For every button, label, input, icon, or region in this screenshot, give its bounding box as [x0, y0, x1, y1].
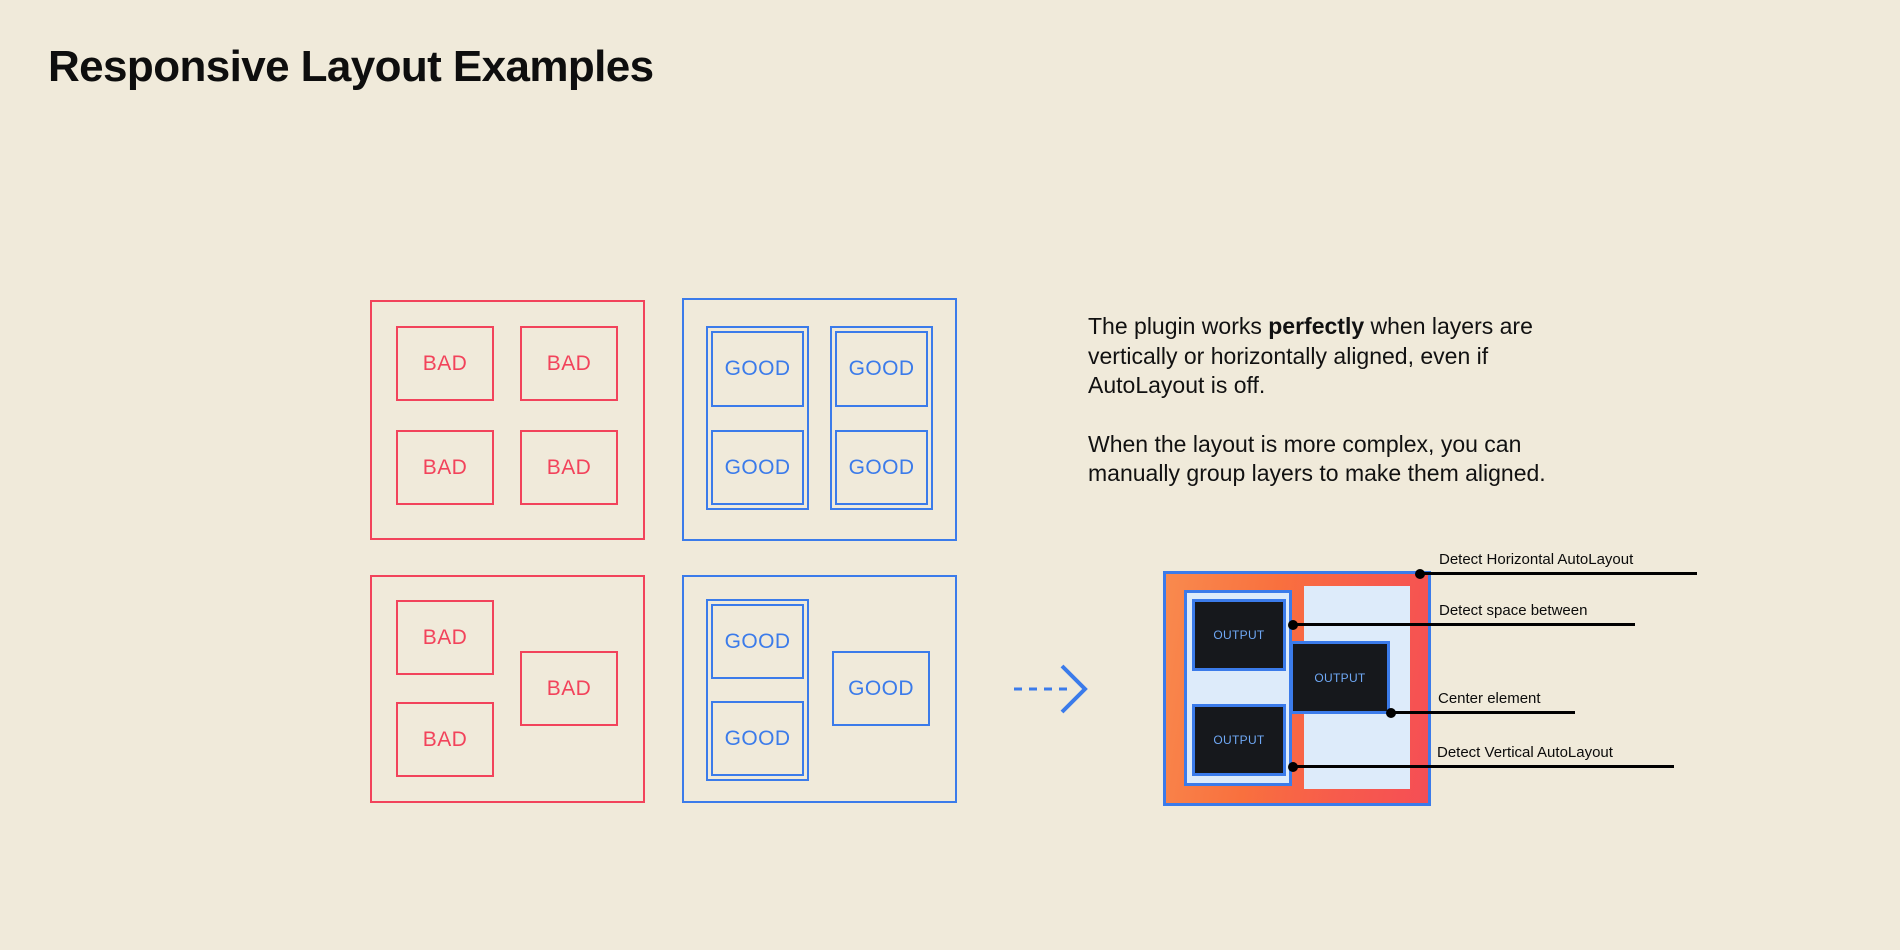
good-box: GOOD	[835, 430, 928, 505]
example-bad-complex: BAD BAD BAD	[370, 575, 645, 803]
bad-box: BAD	[520, 430, 618, 505]
page-title: Responsive Layout Examples	[48, 42, 654, 91]
output-box: OUTPUT	[1192, 599, 1286, 671]
good-group-column-left: GOOD GOOD	[706, 326, 809, 510]
example-good-grid: GOOD GOOD GOOD GOOD	[682, 298, 957, 541]
good-box: GOOD	[711, 430, 804, 505]
paragraph-one: The plugin works perfectly when layers a…	[1088, 312, 1558, 401]
callout-label: Center element	[1438, 690, 1541, 707]
callout-label: Detect Horizontal AutoLayout	[1439, 551, 1634, 568]
description-text: The plugin works perfectly when layers a…	[1088, 312, 1558, 489]
paragraph-spacer	[1088, 401, 1558, 430]
bad-box: BAD	[396, 430, 494, 505]
para1-pre: The plugin works	[1088, 313, 1269, 339]
bad-box: BAD	[520, 651, 618, 726]
good-box: GOOD	[711, 701, 804, 776]
good-box: GOOD	[835, 331, 928, 407]
example-good-complex: GOOD GOOD GOOD	[682, 575, 957, 803]
good-box: GOOD	[711, 331, 804, 407]
output-box: OUTPUT	[1192, 704, 1286, 776]
callout-line	[1292, 765, 1674, 768]
output-box: OUTPUT	[1290, 641, 1390, 714]
good-group-column-right: GOOD GOOD	[830, 326, 933, 510]
example-bad-grid: BAD BAD BAD BAD	[370, 300, 645, 540]
callout-label: Detect space between	[1439, 602, 1588, 619]
good-group-column: GOOD GOOD	[706, 599, 809, 781]
bad-box: BAD	[520, 326, 618, 401]
paragraph-two: When the layout is more complex, you can…	[1088, 430, 1546, 487]
dashed-arrow-right-icon	[1012, 660, 1092, 723]
para1-bold: perfectly	[1268, 313, 1365, 339]
bad-box: BAD	[396, 326, 494, 401]
bad-box: BAD	[396, 702, 494, 777]
callout-line	[1419, 572, 1697, 575]
callout-line	[1292, 623, 1635, 626]
callout-label: Detect Vertical AutoLayout	[1437, 744, 1613, 761]
result-left-group: OUTPUT OUTPUT	[1184, 590, 1292, 786]
bad-box: BAD	[396, 600, 494, 675]
callout-line	[1390, 711, 1575, 714]
good-box: GOOD	[832, 651, 930, 726]
good-box: GOOD	[711, 604, 804, 679]
para1-post: when layers are vertically or horizontal…	[1088, 313, 1533, 398]
